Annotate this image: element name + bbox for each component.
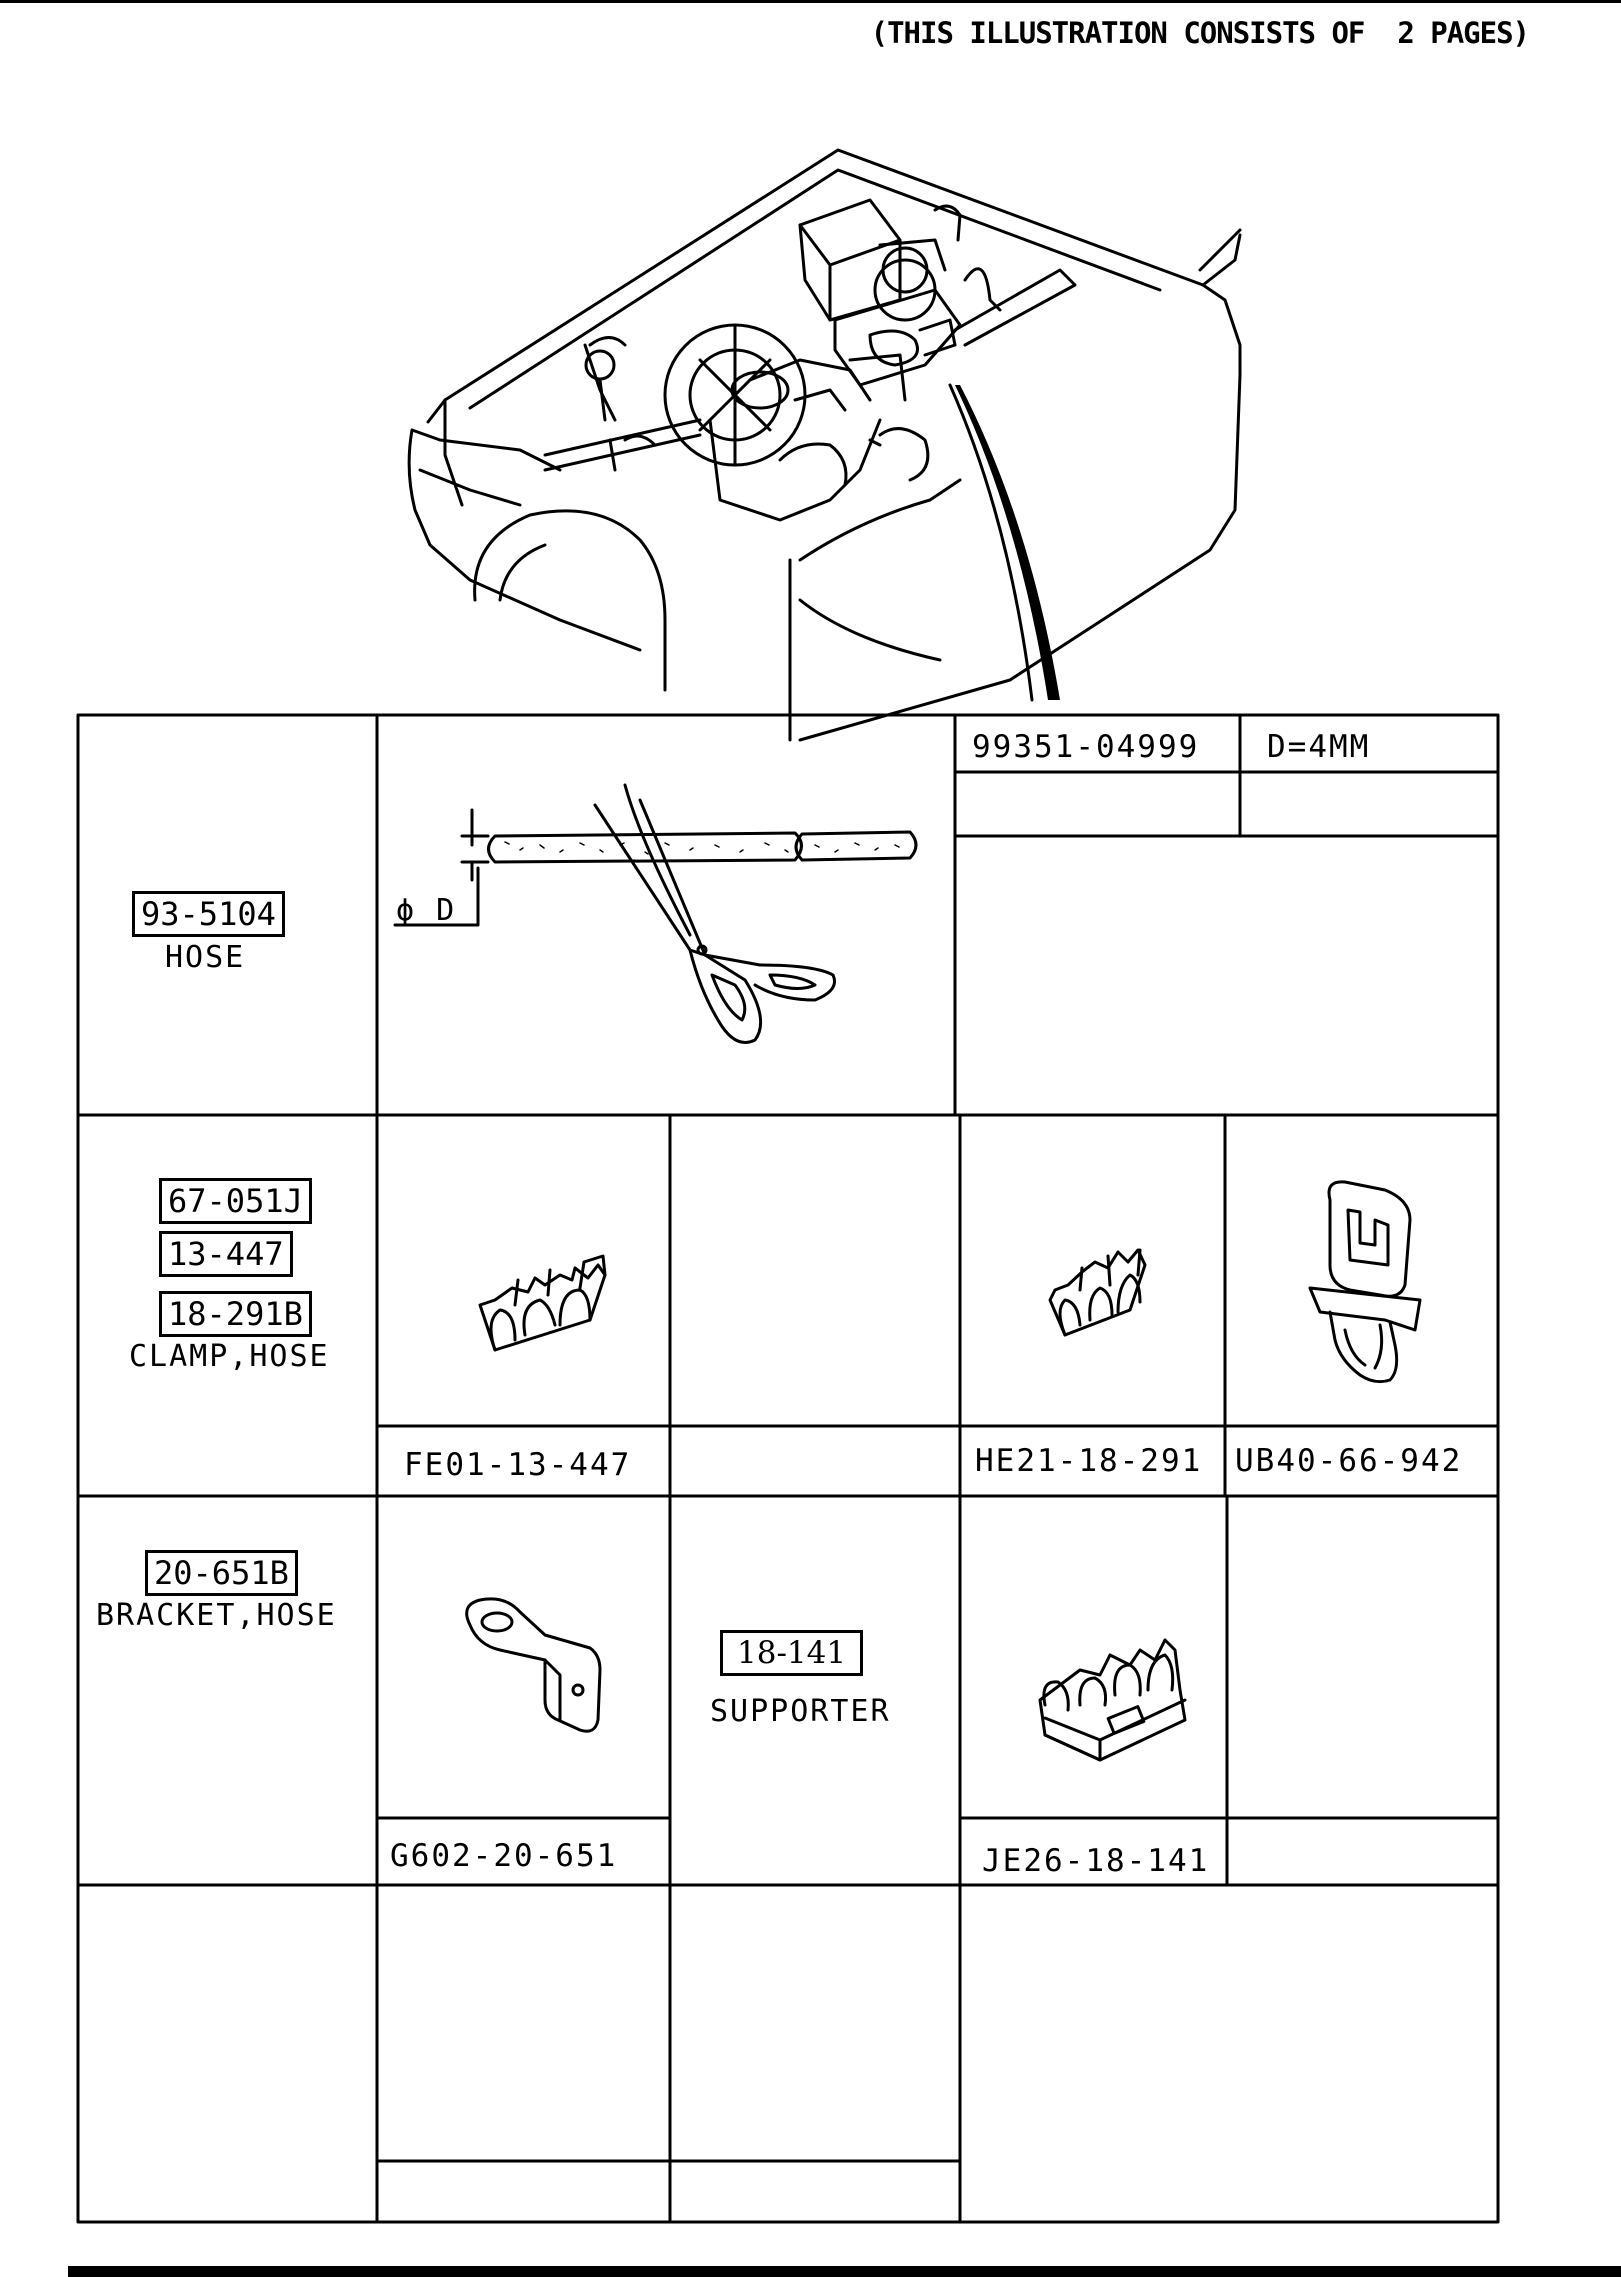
bracket-g602-illustration [465,1597,602,1733]
clamp-je26-illustration [1038,1638,1187,1762]
bottom-rule [68,2266,1621,2277]
page-note: (THIS ILLUSTRATION CONSISTS OF 2 PAGES) [870,16,1530,50]
ref-code-93-5104: 93-5104 [132,891,285,937]
clamp-he21-illustration [1048,1248,1147,1337]
part-no-je26-18-141: JE26-18-141 [982,1843,1210,1879]
part-no-fe01-13-447: FE01-13-447 [404,1447,632,1483]
parts-table-grid [76,713,1500,2224]
hose-dimension-label: ϕ D [396,893,457,928]
part-name-hose: HOSE [165,940,246,975]
hose-spec-diameter: D=4MM [1267,729,1371,765]
top-rule [0,0,1621,3]
part-no-he21-18-291: HE21-18-291 [975,1443,1203,1479]
ref-code-18-141: 18-141 [720,1630,864,1676]
clip-ub40-illustration [1308,1180,1422,1384]
part-name-clamp-hose: CLAMP,HOSE [129,1339,330,1374]
ref-code-18-291b: 18-291B [159,1291,312,1337]
ref-code-67-051j: 67-051J [159,1178,312,1224]
vehicle-engine-bay-illustration [407,148,1242,742]
ref-code-20-651b: 20-651B [145,1550,298,1596]
part-no-99351-04999: 99351-04999 [972,729,1200,765]
part-name-bracket-hose: BRACKET,HOSE [96,1598,337,1633]
clamp-fe01-illustration [478,1254,607,1352]
hose-illustration [393,783,918,1044]
part-no-ub40-66-942: UB40-66-942 [1235,1443,1463,1479]
part-name-supporter: SUPPORTER [710,1694,891,1729]
ref-code-13-447: 13-447 [159,1231,293,1277]
part-no-g602-20-651: G602-20-651 [390,1838,618,1874]
